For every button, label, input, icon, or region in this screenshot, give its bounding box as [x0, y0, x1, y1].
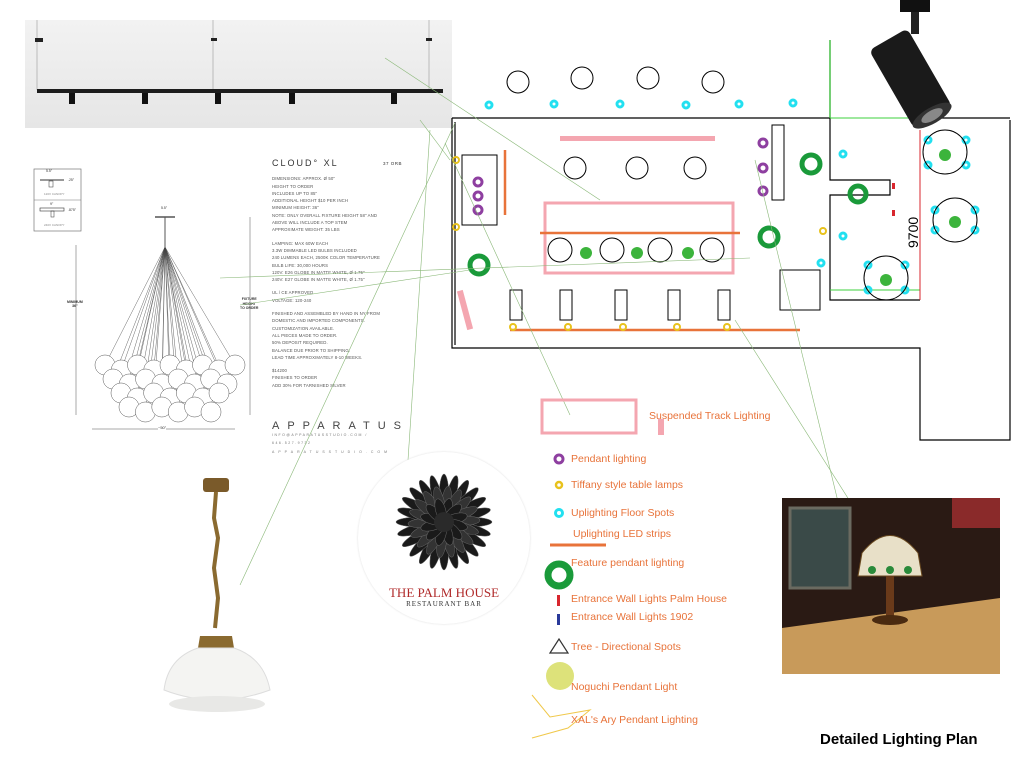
- spec-line: UL / CE APPROVED: [272, 290, 314, 296]
- spec-line: 240 LUMENS EACH, 2500K COLOR TEMPERATURE: [272, 255, 380, 261]
- spec-line: LAMPING: MAX 60W EACH: [272, 240, 329, 246]
- spec-line: FINISHES TO ORDER: [272, 375, 318, 381]
- spec-line: ADDITIONAL HEIGHT $10 PER INCH: [272, 198, 349, 204]
- yellow-ring-icon: [554, 480, 564, 490]
- spec-line: 50% DEPOSIT REQUIRED.: [272, 340, 328, 346]
- legend-wall-1902: Entrance Wall Lights 1902: [571, 611, 694, 623]
- page-title: Detailed Lighting Plan: [820, 731, 978, 748]
- green-ring-icon: [544, 560, 574, 590]
- dim-canopy-240: 9": [50, 202, 54, 206]
- spec-line: APPROXIMATE WEIGHT: 35 LBS: [272, 227, 340, 233]
- spec-line: FINISHED AND ASSEMBLED BY HAND IN NY FRO…: [272, 311, 381, 317]
- spec-line: INCLUDES UP TO 85": [272, 190, 318, 196]
- spec-line: 240V: E27 GLOBE IN MATTE WHITE, Ø 1.75": [272, 277, 365, 283]
- legend-tiffany: Tiffany style table lamps: [571, 479, 684, 491]
- spec-line: CUSTOMIZATION AVAILABLE.: [272, 325, 335, 331]
- legend-track-lighting: Suspended Track Lighting: [649, 410, 771, 422]
- legend-noguchi: Noguchi Pendant Light: [571, 681, 678, 693]
- spec-line: 120V: E26 GLOBE IN MATTE WHITE, Ø 1.75": [272, 269, 365, 275]
- legend-feature-pendant: Feature pendant lighting: [571, 557, 685, 569]
- spec-line: DIMENSIONS: APPROX. Ø 50": [272, 176, 336, 182]
- spec-line: BULB LIFE: 30,000 HOURS: [272, 262, 329, 268]
- dim-canopy-240-height: .875": [68, 208, 77, 212]
- canopy-240-label: 240V CANOPY: [44, 223, 65, 227]
- spec-line: $14200: [272, 368, 287, 374]
- legend-floor-spots: Uplighting Floor Spots: [571, 507, 675, 519]
- schoolhouse-pendant-photo: [163, 478, 271, 712]
- spec-line: 3.3W DIMMABLE LED BULBS INCLUDED: [272, 247, 357, 253]
- purple-ring-icon: [553, 453, 565, 465]
- product-variant: 37 ORB: [382, 161, 402, 166]
- polygon-icon: [531, 694, 592, 739]
- spec-line: LEAD TIME APPROXIMATELY 8-10 WEEKS.: [272, 354, 363, 360]
- track-rect-icon: [540, 398, 638, 435]
- legend-led-strips: Uplighting LED strips: [573, 528, 672, 540]
- dim-top: 5.5": [161, 206, 168, 210]
- spec-line: DOMESTIC AND IMPORTED COMPONENTS.: [272, 318, 365, 324]
- legend-wall-palm-house: Entrance Wall Lights Palm House: [571, 593, 728, 605]
- legend-tree-spots: Tree - Directional Spots: [571, 641, 681, 653]
- spec-line: HEIGHT TO ORDER: [272, 183, 314, 189]
- track-spotlight-photo: [845, 0, 975, 135]
- red-bar-icon: [557, 595, 560, 606]
- logo-subtitle: RESTAURANT BAR: [406, 600, 482, 608]
- dim-width: ~50": [158, 425, 167, 430]
- brand-name: APPARATUS: [272, 420, 409, 433]
- canopy-120-label: 120V CANOPY: [44, 192, 65, 196]
- spec-line: ABOVE WILL INCLUDE A TOP STEM: [272, 220, 348, 226]
- spec-line: NOTE: ONLY OVERALL FIXTURE HEIGHT 58" AN…: [272, 212, 378, 218]
- spec-line: MINIMUM HEIGHT: 36": [272, 205, 319, 211]
- spec-sheet: CLOUD° XL 37 ORB DIMENSIONS: APPROX. Ø 50…: [272, 158, 409, 456]
- chandelier-drawing: 5.5" .25" 120V CANOPY 9" .875" 240V CANO…: [30, 165, 270, 435]
- triangle-icon: [548, 637, 570, 654]
- brand-contact: INFO@APPARATUSSTUDIO.COM / 646.527.9732: [272, 433, 368, 445]
- spec-group-4: FINISHED AND ASSEMBLED BY HAND IN NY FRO…: [272, 310, 402, 361]
- blue-bar-icon: [557, 614, 560, 625]
- cyan-ring-icon: [554, 508, 564, 518]
- spec-line: ADD 30% FOR TARNISHED SILVER: [272, 382, 346, 388]
- dim-min-label: MINIMUM: [67, 300, 83, 304]
- track-light-image: [35, 20, 443, 104]
- spec-line: BALANCE DUE PRIOR TO SHIPPING.: [272, 347, 351, 353]
- spec-group-1: DIMENSIONS: APPROX. Ø 50"HEIGHT TO ORDER…: [272, 175, 402, 233]
- yellow-disc-icon: [546, 662, 574, 690]
- dim-fixture-1: FIXTURE: [241, 297, 257, 301]
- spec-line: ALL PIECES MADE TO ORDER.: [272, 332, 338, 338]
- dim-min-value: 36": [72, 304, 78, 308]
- tiffany-lamp-photo: [782, 498, 1000, 674]
- dim-canopy-120-height: .25": [68, 178, 75, 182]
- legend-symbols: [531, 398, 664, 739]
- dim-canopy-120: 5.5": [46, 169, 53, 173]
- product-name: CLOUD° XL: [272, 158, 339, 168]
- legend-pendant: Pendant lighting: [571, 453, 647, 465]
- logo-name: THE PALM HOUSE: [388, 585, 500, 600]
- dim-fixture-3: TO ORDER: [240, 306, 259, 310]
- floor-plan-dimension: 9700: [905, 217, 921, 248]
- spec-line: VOLTAGE: 120-240: [272, 297, 312, 303]
- brand-website: APPARATUSSTUDIO.COM: [272, 449, 392, 454]
- track-bar-icon: [658, 419, 664, 435]
- track-light-photo: [25, 20, 452, 128]
- palm-house-logo: THE PALM HOUSE RESTAURANT BAR: [358, 452, 530, 624]
- legend-xal-ary: XAL's Ary Pendant Lighting: [571, 714, 698, 726]
